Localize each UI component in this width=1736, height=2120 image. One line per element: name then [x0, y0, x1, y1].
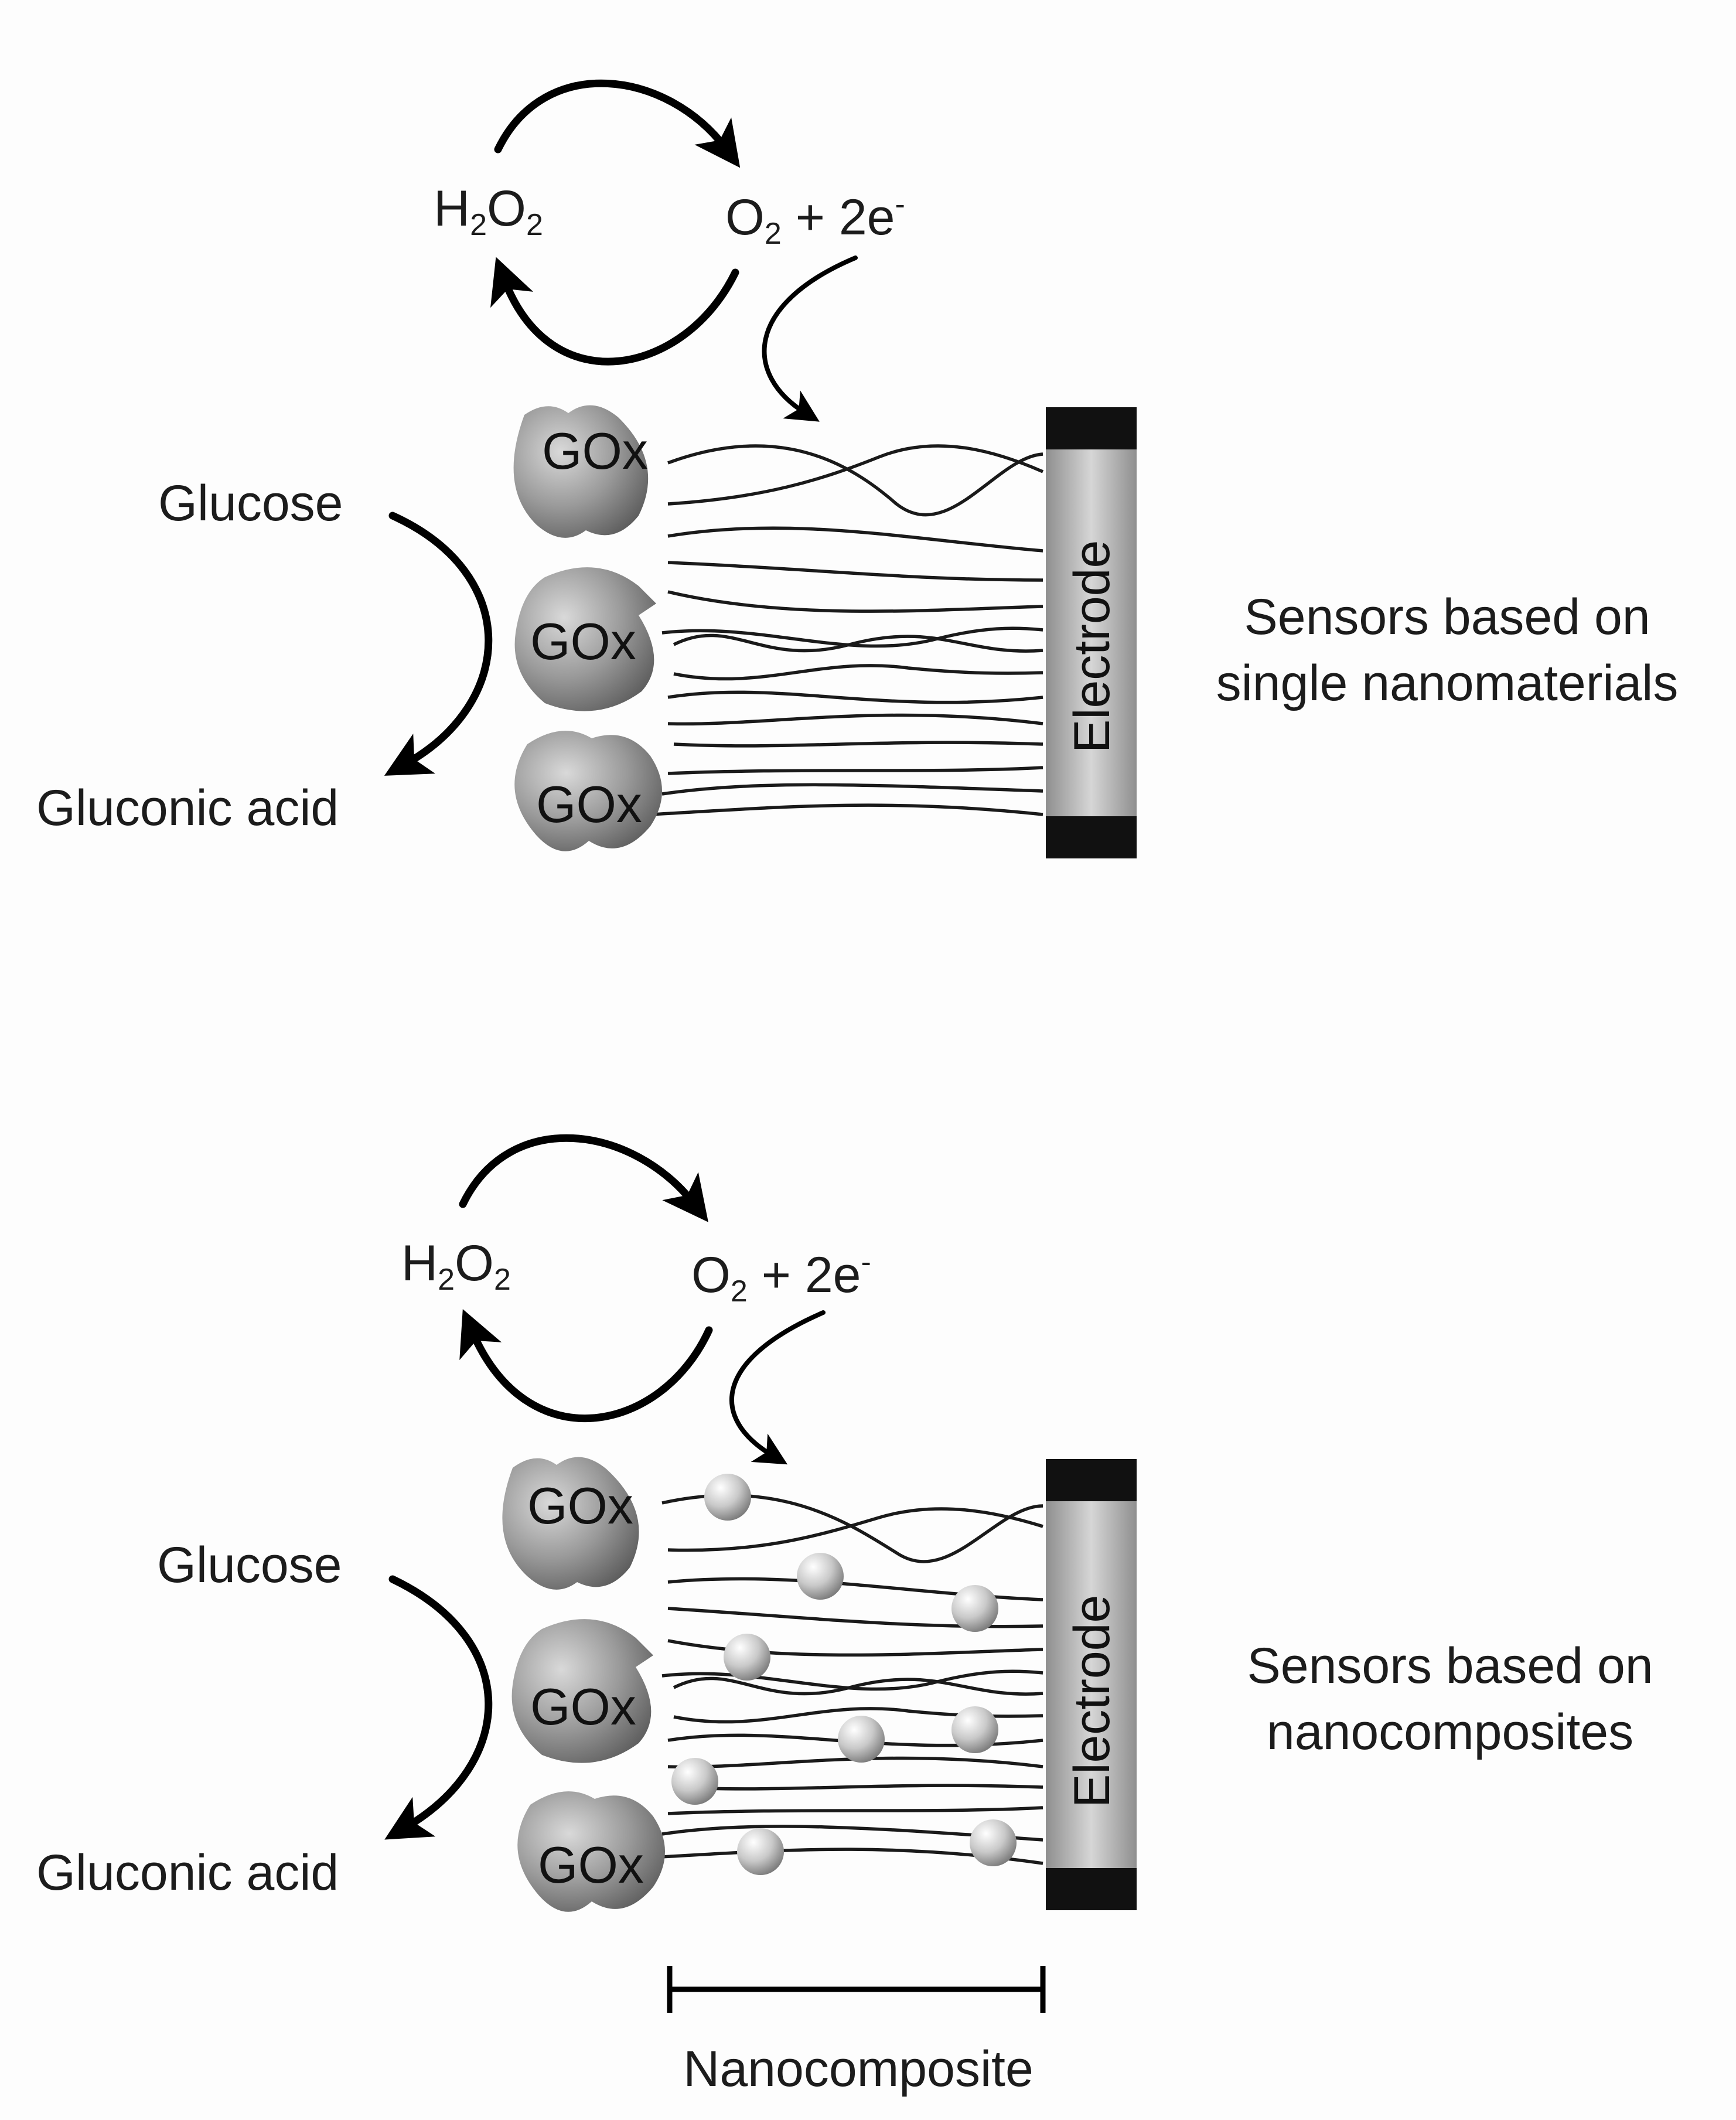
o2-electrons-label: O2 + 2e- [725, 188, 905, 251]
nanoparticle [951, 1706, 998, 1753]
nanomaterial-fibers [650, 444, 1044, 816]
gox-enzyme-3: GOx [514, 731, 662, 851]
gox-enzyme-2: GOx [514, 567, 656, 711]
nanoparticle [737, 1828, 784, 1875]
cycle-arrow-top [459, 1134, 708, 1222]
nanoparticle [724, 1634, 770, 1681]
svg-text:GOx: GOx [530, 612, 636, 670]
panel-single-nanomaterials: H2O2 O2 + 2e- Glucose Gluconic acid [36, 79, 1679, 858]
panel-nanocomposites: H2O2 O2 + 2e- Glucose Gluconic acid [36, 1134, 1653, 2097]
electrode-label: Electrode [1064, 1595, 1120, 1808]
nanoparticle [704, 1474, 751, 1521]
gox-enzyme-1: GOx [502, 1457, 639, 1590]
nanoparticles [671, 1474, 1017, 1875]
gluconic-acid-label: Gluconic acid [36, 1845, 339, 1901]
glucose-conversion-arrow [384, 1575, 493, 1840]
nanoparticle [838, 1716, 885, 1763]
cycle-arrow-bottom [490, 257, 739, 366]
nanocomposite-fibers [650, 1494, 1043, 1865]
scale-bar-label: Nanocomposite [683, 2041, 1034, 2097]
caption-line-1: Sensors based on [1247, 1638, 1653, 1694]
electrode: Electrode [1046, 407, 1137, 858]
svg-text:GOx: GOx [542, 422, 648, 480]
gox-enzyme-2: GOx [511, 1619, 653, 1763]
gox-enzyme-1: GOx [513, 405, 649, 538]
nanoparticle [951, 1585, 998, 1632]
o2-electrons-label: O2 + 2e- [691, 1245, 871, 1308]
svg-text:GOx: GOx [527, 1477, 633, 1535]
electron-arrow [729, 1310, 826, 1465]
caption-line-1: Sensors based on [1244, 589, 1650, 645]
cycle-arrow-top [494, 79, 741, 168]
electrode: Electrode [1046, 1459, 1137, 1910]
glucose-conversion-arrow [384, 512, 493, 776]
svg-text:GOx: GOx [538, 1836, 644, 1894]
h2o2-label: H2O2 [401, 1235, 511, 1297]
gox-enzyme-3: GOx [517, 1791, 665, 1912]
nanoparticle [970, 1819, 1017, 1866]
nanoparticle [797, 1553, 844, 1600]
svg-text:GOx: GOx [530, 1678, 636, 1736]
caption-line-2: single nanomaterials [1216, 655, 1679, 711]
svg-text:GOx: GOx [536, 775, 642, 833]
nanocomposite-scale-bar: Nanocomposite [667, 1966, 1046, 2097]
glucose-label: Glucose [157, 1537, 342, 1593]
caption-line-2: nanocomposites [1267, 1704, 1633, 1760]
electron-arrow [762, 255, 858, 422]
glucose-label: Glucose [158, 475, 343, 531]
h2o2-label: H2O2 [434, 180, 543, 242]
electrode-label: Electrode [1064, 540, 1120, 753]
gluconic-acid-label: Gluconic acid [36, 780, 339, 836]
nanoparticle [671, 1758, 718, 1805]
cycle-arrow-bottom [459, 1309, 713, 1423]
